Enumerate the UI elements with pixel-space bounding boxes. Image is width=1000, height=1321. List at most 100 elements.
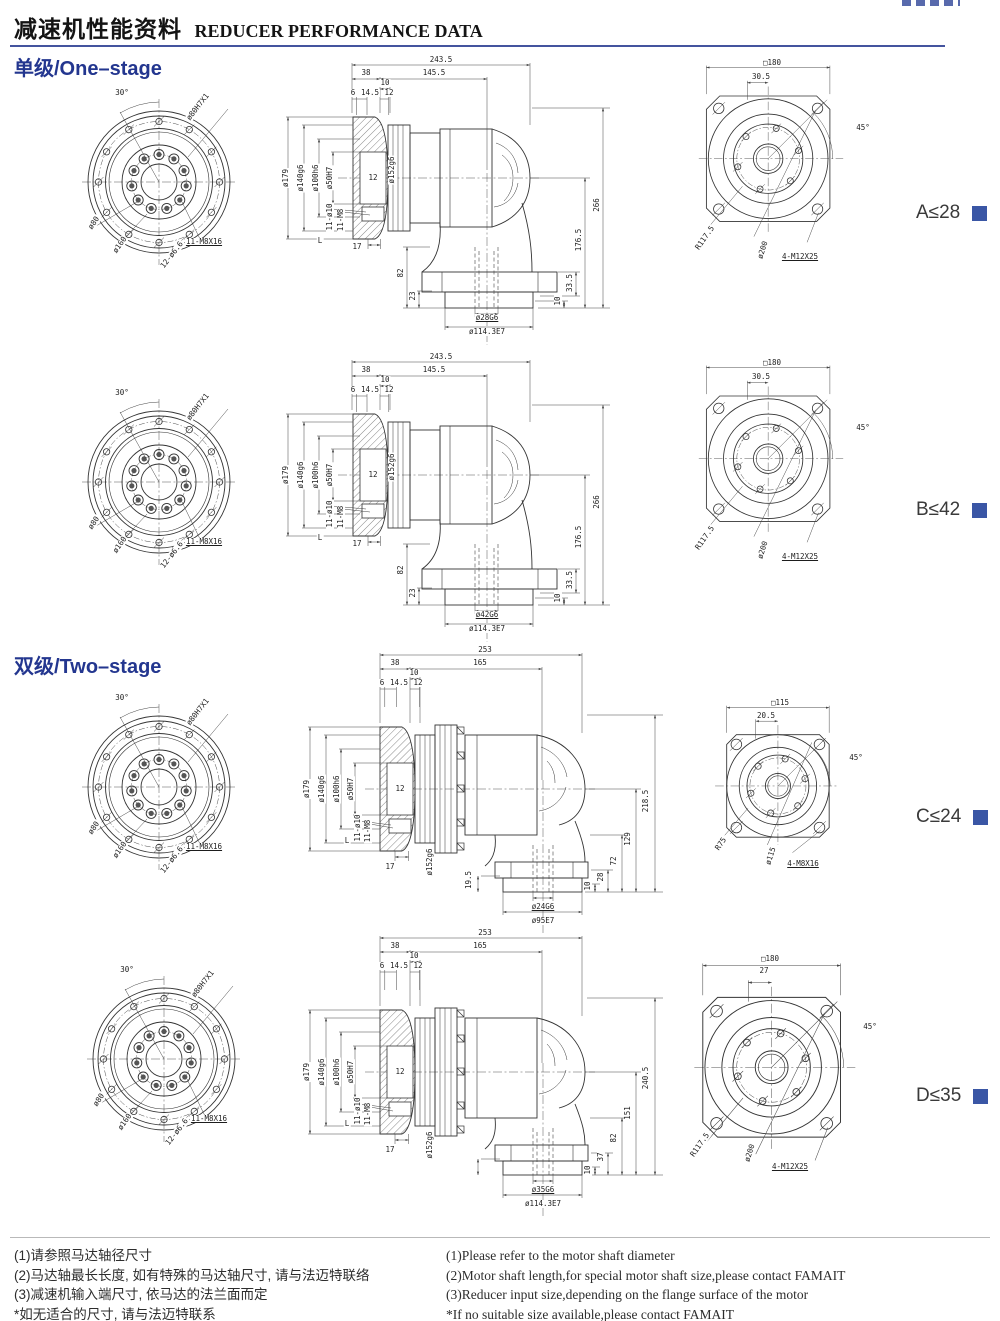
grade-label: A≤28: [916, 202, 961, 223]
footer-divider: [10, 1237, 990, 1238]
dim-label: 4-M12X25: [770, 1162, 810, 1171]
grade-label: C≤24: [916, 806, 962, 827]
section-title-one-stage: 单级/One–stage: [14, 58, 162, 80]
grade-label: D≤35: [916, 1085, 962, 1106]
dim-label: ø50H7: [325, 462, 334, 488]
dim-label: ø179: [281, 464, 290, 486]
dim-label: ø24G6: [530, 902, 556, 911]
dim-label: 82: [396, 267, 405, 279]
dim-label: 11-ø10: [325, 202, 334, 232]
dim-label: 17: [351, 242, 363, 251]
page-title-en: REDUCER PERFORMANCE DATA: [194, 21, 483, 41]
dim-label: 12: [412, 678, 424, 687]
dim-label: 11-M8: [336, 207, 345, 233]
dim-label: 176.5: [574, 227, 583, 253]
dim-label: ø100h6: [332, 1057, 341, 1087]
dim-label: 17: [351, 539, 363, 548]
dim-label: 10: [553, 295, 562, 307]
dim-label: L: [316, 236, 324, 245]
dim-label: 28: [596, 871, 605, 883]
note-en-1: (1)Please refer to the motor shaft diame…: [446, 1248, 675, 1263]
dim-label: ø28G6: [474, 313, 500, 322]
dim-label: 10: [408, 951, 420, 960]
dim-label: 266: [592, 197, 601, 213]
dim-label: ø140g6: [317, 1057, 326, 1087]
note-zh-4: *如无适合的尺寸, 请与法迈特联系: [14, 1306, 216, 1321]
dim-label: L: [343, 836, 351, 845]
dim-label: 4-M12X25: [780, 252, 820, 261]
dim-label: 10: [408, 668, 420, 677]
dim-label: 10: [379, 375, 391, 384]
dim-label: □180: [761, 358, 783, 367]
dim-label: ø179: [302, 1061, 311, 1083]
dim-label: □180: [759, 954, 781, 963]
dim-label: 10: [583, 1164, 592, 1176]
dim-label: 38: [389, 658, 401, 667]
dim-label: ø152g6: [387, 155, 396, 185]
dim-label: 11-M8X16: [189, 1114, 229, 1123]
dim-label: 11-M8X16: [184, 842, 224, 851]
dim-label: 11-M8X16: [184, 237, 224, 246]
footer-notes-zh: (1)请参照马达轴径尺寸 (2)马达轴最长长度, 如有特殊的马达轴尺寸, 请与法…: [14, 1246, 370, 1321]
dim-label: 20.5: [755, 711, 777, 720]
page-title-zh: 减速机性能资料: [14, 16, 182, 42]
dim-label: ø114.3E7: [467, 624, 507, 633]
dim-label: 23: [408, 587, 417, 599]
dim-label: 151: [623, 1105, 632, 1121]
grade-color-square: [972, 1088, 988, 1104]
note-en-3: (3)Reducer input size,depending on the f…: [446, 1287, 809, 1302]
footer-notes-en: (1)Please refer to the motor shaft diame…: [446, 1246, 845, 1321]
dim-label: L: [316, 533, 324, 542]
dim-label: 33.5: [565, 569, 574, 591]
dim-label: ø100h6: [332, 774, 341, 804]
dim-label: 45°: [848, 753, 864, 762]
dim-label: 145.5: [421, 365, 447, 374]
dim-label: 14.5: [359, 385, 381, 394]
dim-label: 243.5: [428, 352, 454, 361]
dim-label: 30°: [114, 693, 130, 702]
dim-label: 6: [349, 88, 357, 97]
dim-label: 165: [472, 941, 488, 950]
dim-label: 12: [383, 88, 395, 97]
header-rule: [10, 45, 945, 47]
dim-label: 11-M8: [336, 504, 345, 530]
grade-row-b: B≤42: [916, 499, 987, 521]
dim-label: 6: [378, 678, 386, 687]
dim-label: ø140g6: [317, 774, 326, 804]
rear-flange-art: [690, 955, 902, 1188]
dim-label: ø95E7: [530, 916, 556, 925]
dim-label: ø50H7: [325, 165, 334, 191]
logo-fragment: [902, 0, 960, 6]
dim-label: 38: [360, 68, 372, 77]
dim-label: 6: [378, 961, 386, 970]
note-zh-1: (1)请参照马达轴径尺寸: [14, 1248, 152, 1263]
dim-label: 14.5: [359, 88, 381, 97]
dim-label: 218.5: [641, 788, 650, 814]
dim-label: L: [343, 1119, 351, 1128]
dim-label: □115: [769, 698, 791, 707]
grade-row-c: C≤24: [916, 806, 988, 828]
dim-label: □180: [761, 58, 783, 67]
dim-label: ø179: [302, 778, 311, 800]
dim-label: 176.5: [574, 524, 583, 550]
dim-label: 11-ø10: [353, 813, 362, 843]
dim-label: ø42G6: [474, 610, 500, 619]
dim-label: ø179: [281, 167, 290, 189]
dim-label: 27: [758, 966, 770, 975]
dim-label: 10: [379, 78, 391, 87]
dim-label: 11-M8X16: [184, 537, 224, 546]
grade-color-square: [972, 809, 988, 825]
dim-label: 11-M8: [363, 1101, 372, 1127]
dim-label: ø100h6: [311, 163, 320, 193]
dim-label: 23: [408, 290, 417, 302]
dim-label: 129: [623, 831, 632, 847]
dim-label: ø114.3E7: [467, 327, 507, 336]
dim-label: 30.5: [750, 72, 772, 81]
